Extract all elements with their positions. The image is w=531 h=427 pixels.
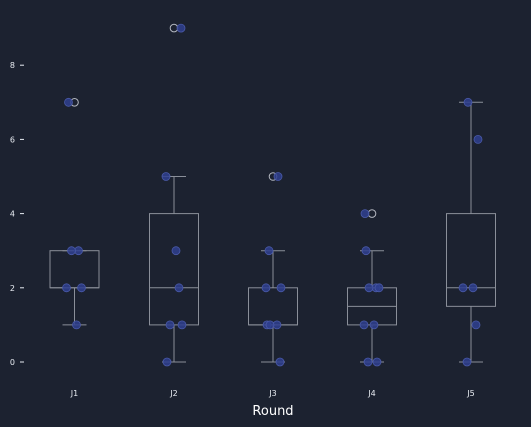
points-J4 (359, 209, 384, 367)
data-point (471, 320, 481, 330)
data-point (369, 320, 379, 330)
y-axis: 0 2 4 6 8 (10, 61, 24, 367)
data-point (174, 283, 184, 293)
box-iqr (248, 287, 298, 326)
data-point (361, 246, 371, 256)
box-group-J2 (149, 23, 199, 363)
data-point (473, 134, 483, 144)
data-point (275, 357, 285, 367)
data-point (261, 283, 271, 293)
box-iqr (49, 250, 100, 289)
data-point (458, 283, 468, 293)
data-point (161, 172, 171, 181)
data-point (276, 283, 286, 293)
box-group-J3 (248, 172, 298, 363)
data-point (372, 357, 382, 367)
data-point (64, 97, 73, 107)
boxes-layer (49, 23, 496, 363)
y-tick-label: 2 (10, 284, 15, 293)
data-point (463, 97, 473, 107)
data-point (360, 209, 370, 219)
data-point (177, 320, 187, 330)
data-point (363, 357, 373, 367)
x-tick-label: J1 (70, 389, 78, 398)
points-layer (62, 23, 483, 367)
x-tick-label: J4 (367, 389, 375, 398)
data-point (359, 320, 369, 330)
y-tick-label: 4 (10, 210, 15, 219)
y-tick-label: 8 (10, 61, 15, 70)
points-J1 (62, 97, 86, 330)
box-iqr (446, 213, 496, 307)
x-tick-label: J3 (268, 389, 276, 398)
data-point (264, 246, 274, 256)
data-point (162, 357, 172, 367)
data-point (374, 283, 384, 293)
y-tick-label: 6 (10, 135, 15, 144)
y-tick-label: 0 (10, 358, 15, 367)
x-axis: J1 J2 J3 J4 J5 (70, 389, 475, 398)
data-point (176, 23, 186, 33)
data-point (265, 320, 275, 330)
points-J2 (161, 23, 187, 367)
data-point (62, 283, 71, 293)
data-point (462, 357, 472, 367)
data-point (77, 283, 86, 293)
points-J3 (261, 172, 286, 367)
x-tick-label: J5 (466, 389, 474, 398)
points-J5 (458, 97, 483, 367)
data-point (165, 320, 175, 330)
x-tick-label: J2 (169, 389, 177, 398)
data-point (364, 283, 374, 293)
data-point (72, 320, 81, 330)
data-point (67, 246, 76, 256)
data-point (468, 283, 478, 293)
box-iqr (149, 213, 199, 326)
data-point (273, 172, 283, 181)
box-group-J1 (49, 98, 100, 326)
x-axis-label: Round (252, 404, 293, 419)
box-group-J5 (446, 101, 496, 363)
data-point (171, 246, 181, 256)
